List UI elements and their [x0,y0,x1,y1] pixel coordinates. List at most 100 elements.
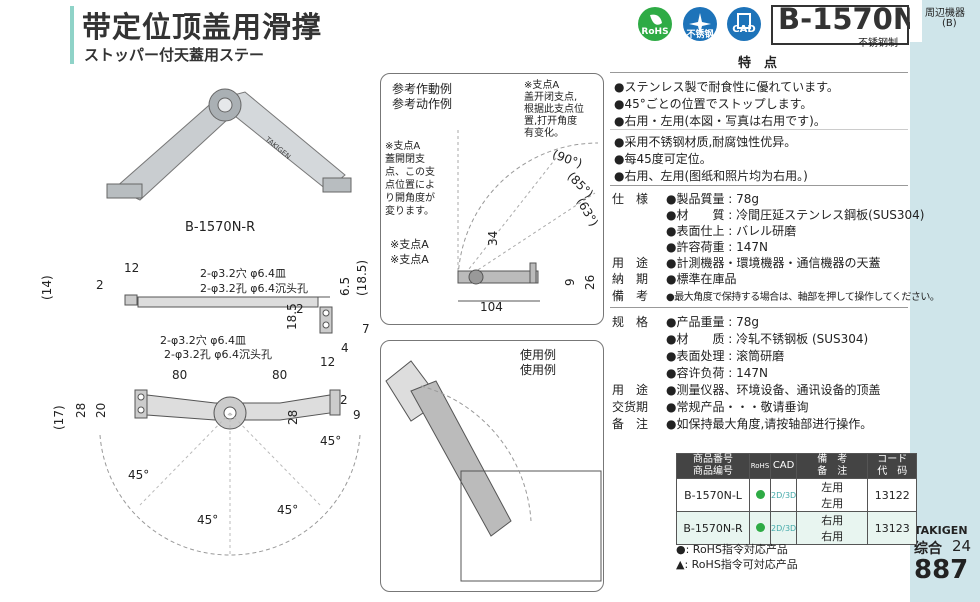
table-row[interactable]: B-1570N-R 2D/3D 右用右用 13123 [676,511,918,545]
spec-jp-label-1: 仕 様 [612,192,649,206]
spec-jp-label-4: 備 考 [612,289,649,303]
spec-jp-label-3: 納 期 [612,272,649,286]
use-title-cn: 使用例 [520,363,557,377]
dim-14: (14) [40,275,54,300]
note-jp-line: 変ります。 [385,206,434,217]
angle-45-c: 45° [277,503,299,517]
hole-spec-cn-mid: 2-φ3.2孔 φ6.4沉头孔 [164,348,272,361]
col-cad: CAD [769,453,798,479]
note-jp-line: り開角度が [385,193,435,204]
features-divider [610,129,908,130]
spec-cn-label-1: 规 格 [612,315,649,329]
dim-80-right: 80 [272,368,288,382]
model-material: 不锈钢制 [858,38,898,49]
technical-drawing [99,294,361,556]
spec-jp-label-2: 用 途 [612,256,649,270]
fulcrum-label-cn: ※支点A [390,253,429,266]
note-cn-line: ※支点A [524,80,560,91]
spec-rule-top [610,185,908,186]
dim-12-top: 12 [124,261,140,275]
dim-28-right: 28 [286,409,300,425]
table-row[interactable]: B-1570N-L 2D/3D 左用左用 13122 [676,478,918,512]
dim-4: 4 [341,341,349,355]
band-notch [910,0,922,42]
dim-18-5-paren: (18.5) [355,259,369,296]
feature-cn-3: ●右用、左用(图纸和照片均为右用。) [614,169,808,183]
col-rohs: RoHS [749,453,771,479]
dim-9-ref: 9 [563,278,577,286]
note-cn-line: 根据此支点位 [524,104,584,115]
fulcrum-label-jp: ※支点A [390,238,429,251]
rohs-dot-icon [755,522,765,532]
header-jp: コード [877,454,908,465]
spec-jp-line: ●表面仕上 : バレル研磨 [666,224,797,238]
remark-jp: 右用 [821,514,844,527]
model-number: B-1570N [778,2,918,36]
remark-cn: 右用 [821,530,844,543]
band-brand: TAKIGEN [914,524,968,537]
spec-jp-line: ●許容荷重 : 147N [666,240,769,254]
note-fulcrum-cn: ※支点A 盖开闭支点, 根据此支点位 置,打开角度 有变化。 [524,80,584,140]
dim-9-right: 9 [353,408,361,422]
ref-operation-drawing [457,128,599,302]
stainless-icon [683,7,717,41]
sparkle-icon [689,13,711,35]
note-jp-line: ※支点A [385,141,421,152]
dim-12-bottom: 12 [320,355,336,369]
spec-cn-line: ●测量仪器、环境设备、通讯设备的顶盖 [666,383,881,397]
spec-jp-line: ●標準在庫品 [666,272,737,286]
cad-link[interactable]: 2D/3D [769,478,798,512]
product-photo: TAKIGEN [106,88,352,201]
feature-jp-1: ●ステンレス製で耐食性に優れています。 [614,80,839,94]
dim-2-right: 2 [340,393,348,407]
remark-cell: 左用左用 [796,478,869,512]
dim-26: 26 [583,274,597,290]
page-title: 带定位顶盖用滑撑 [82,10,323,44]
spec-cn-line: ●常规产品・・・敬请垂询 [666,400,809,414]
note-cn-line: 置,打开角度 [524,116,578,127]
order-code: 13123 [867,511,918,545]
spec-cn-line: ●材 质 : 冷轧不锈钢板 (SUS304) [666,332,869,346]
header-jp: 商品番号 [693,454,733,465]
dim-34: 34 [486,230,500,246]
cad-link[interactable]: 2D/3D [769,511,798,545]
side-band [910,0,980,602]
feature-cn-1: ●采用不锈钢材质,耐腐蚀性优异。 [614,135,797,149]
note-jp-line: 蓋開閉支 [385,154,425,165]
spec-cn-label-4: 备 注 [612,417,649,431]
note-fulcrum-jp: ※支点A 蓋開閉支 点、この支 点位置によ り開角度が 変ります。 [385,140,435,218]
dim-6-5: 6.5 [338,276,352,296]
spec-cn-label-3: 交货期 [612,400,649,414]
dim-104: 104 [480,300,503,314]
note-cn-line: 有变化。 [524,128,564,139]
remark-jp: 左用 [821,481,844,494]
use-example-drawing [385,360,602,582]
feature-cn-2: ●每45度可定位。 [614,152,712,166]
spec-jp-line: ●最大角度で保持する場合は、軸部を押して操作してください。 [666,292,940,303]
cad-icon [727,7,761,41]
header-cn: 备 注 [817,466,848,477]
header-cn: 代 码 [877,466,908,477]
leaf-icon [650,14,662,25]
spec-cn-line: ●如保持最大角度,请按轴部进行操作。 [666,417,873,431]
remark-cell: 右用右用 [796,511,869,545]
document-icon [737,13,751,29]
spec-rule-mid [610,307,908,308]
rohs-cell [749,511,771,545]
title-accent-bar [70,6,74,64]
col-code: コード代 码 [867,453,918,479]
photo-label: B-1570N-R [185,220,256,235]
hole-spec-cn-top: 2-φ3.2孔 φ6.4沉头孔 [200,282,308,295]
col-remark: 備 考备 注 [796,453,869,479]
note-jp-line: 点位置によ [385,180,435,191]
note-jp-line: 点、この支 [385,167,435,178]
ref-title-cn: 参考动作例 [392,97,453,111]
spec-cn-line: ●产品重量 : 78g [666,315,760,329]
spec-jp-line: ●製品質量 : 78g [666,192,760,206]
rohs-cell [749,478,771,512]
use-example-panel [380,340,604,592]
stainless-label: 不锈钢 [686,30,714,40]
dim-80-left: 80 [172,368,188,382]
angle-45-a: 45° [128,468,150,482]
features-title: 特 点 [738,56,778,71]
